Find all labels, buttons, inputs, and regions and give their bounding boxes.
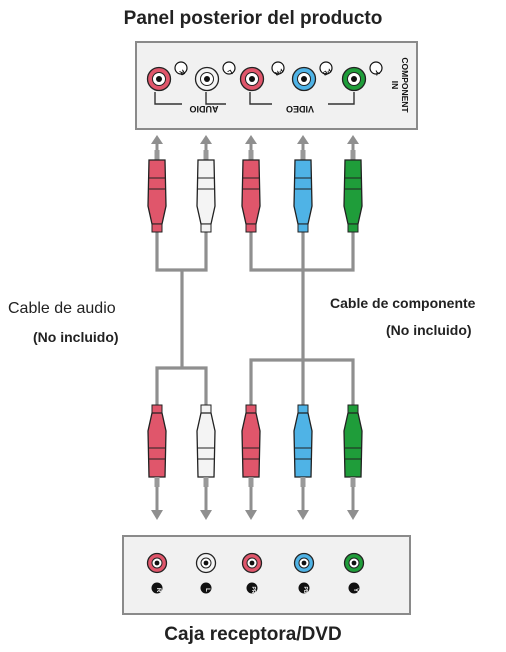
receiver-box-title: Caja receptora/DVD xyxy=(164,624,342,645)
bottom-plug-red-video xyxy=(241,404,261,487)
audio-cable-note: (No incluido) xyxy=(33,329,119,345)
top-plug-red-audio xyxy=(147,150,167,233)
panel-in-label: IN xyxy=(390,81,400,90)
top-port-y xyxy=(341,66,367,92)
bottom-port-l xyxy=(195,552,217,574)
top-marker-pb: PB xyxy=(319,61,333,77)
panel-component-label: COMPONENT xyxy=(400,57,410,113)
bottom-plug-white-audio xyxy=(196,404,216,487)
svg-text:L: L xyxy=(226,68,234,77)
panel-bracket-lines xyxy=(154,92,355,105)
bottom-marker-l: L xyxy=(200,582,212,594)
svg-text:Y: Y xyxy=(352,588,358,592)
bottom-port-pr xyxy=(241,552,263,574)
receiver-box xyxy=(122,535,411,615)
component-cable-label: Cable de componente xyxy=(330,295,476,311)
svg-text:L: L xyxy=(204,588,210,592)
svg-text:Y: Y xyxy=(373,68,381,77)
top-plug-green-video xyxy=(343,150,363,233)
svg-text:PR: PR xyxy=(250,587,256,594)
component-cable-note: (No incluido) xyxy=(386,322,472,338)
top-port-l xyxy=(194,66,220,92)
top-marker-l: L xyxy=(222,61,236,77)
bottom-plug-blue-video xyxy=(293,404,313,487)
top-port-pb xyxy=(291,66,317,92)
panel-video-label: VIDEO xyxy=(286,104,314,114)
rear-panel-title: Panel posterior del producto xyxy=(123,8,383,29)
panel-audio-label: AUDIO xyxy=(190,104,219,114)
bottom-plug-red-audio xyxy=(147,404,167,487)
bottom-arrows xyxy=(151,487,359,520)
top-port-r xyxy=(146,66,172,92)
bottom-port-r xyxy=(146,552,168,574)
svg-text:PB: PB xyxy=(302,587,308,594)
top-arrows xyxy=(151,135,359,150)
top-plug-red-video xyxy=(241,150,261,233)
bottom-marker-pr: PR xyxy=(246,582,258,594)
top-port-pr xyxy=(239,66,265,92)
product-rear-panel xyxy=(135,41,418,130)
svg-text:R: R xyxy=(155,588,161,593)
bottom-marker-y: Y xyxy=(348,582,360,594)
top-marker-y: Y xyxy=(369,61,383,77)
bottom-marker-pb: PB xyxy=(298,582,310,594)
bottom-marker-r: R xyxy=(151,582,163,594)
bottom-port-pb xyxy=(293,552,315,574)
top-marker-r: R xyxy=(174,61,188,77)
svg-text:PB: PB xyxy=(321,67,332,77)
audio-cable-label: Cable de audio xyxy=(8,300,116,317)
bottom-port-y xyxy=(343,552,365,574)
top-plug-blue-video xyxy=(293,150,313,233)
svg-text:PR: PR xyxy=(273,67,284,77)
top-plug-white-audio xyxy=(196,150,216,233)
cable-wiring xyxy=(155,232,355,405)
top-marker-pr: PR xyxy=(271,61,285,77)
svg-text:R: R xyxy=(178,68,186,77)
bottom-plug-green-video xyxy=(343,404,363,487)
